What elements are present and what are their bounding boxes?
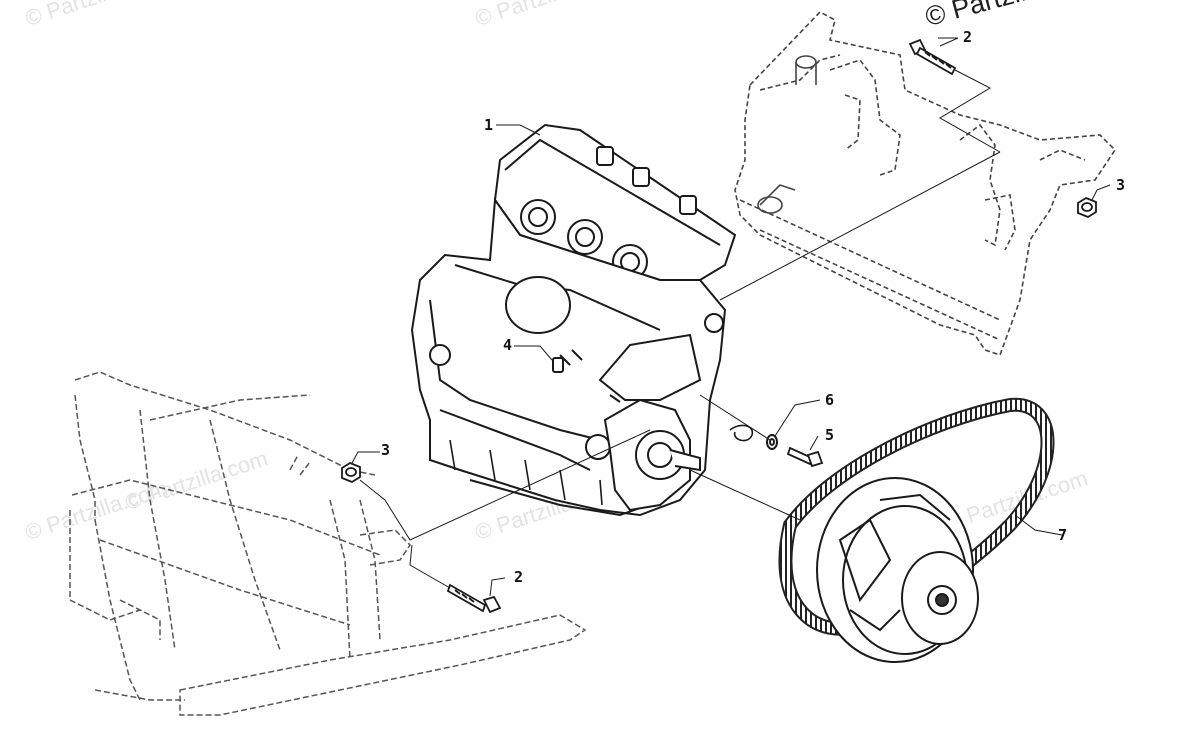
callout-6: 6: [825, 391, 835, 409]
bolt-top: [908, 38, 957, 76]
callout-5: 5: [825, 426, 835, 444]
callout-3-right: 3: [1116, 176, 1126, 194]
callout-7: 7: [1058, 526, 1068, 544]
callout-3-left: 3: [381, 441, 391, 459]
callout-4: 4: [503, 336, 513, 354]
clutch-bolt: [786, 446, 824, 468]
callout-2-bottom: 2: [514, 568, 524, 586]
engine-assembly: [410, 123, 737, 517]
drive-belt: [778, 397, 1055, 636]
front-frame: [69, 371, 587, 716]
drive-clutch: [816, 477, 979, 663]
callout-2-top: 2: [963, 28, 973, 46]
rear-mount-bracket: [734, 11, 1117, 357]
nut-left: [341, 461, 361, 484]
spring-clip: [729, 424, 754, 442]
callout-1: 1: [484, 116, 494, 134]
leader-lines: [351, 37, 1111, 597]
bracket-tube: [757, 55, 817, 214]
washer: [766, 434, 778, 450]
nut-right: [1077, 196, 1097, 219]
bolt-bottom: [446, 583, 502, 614]
